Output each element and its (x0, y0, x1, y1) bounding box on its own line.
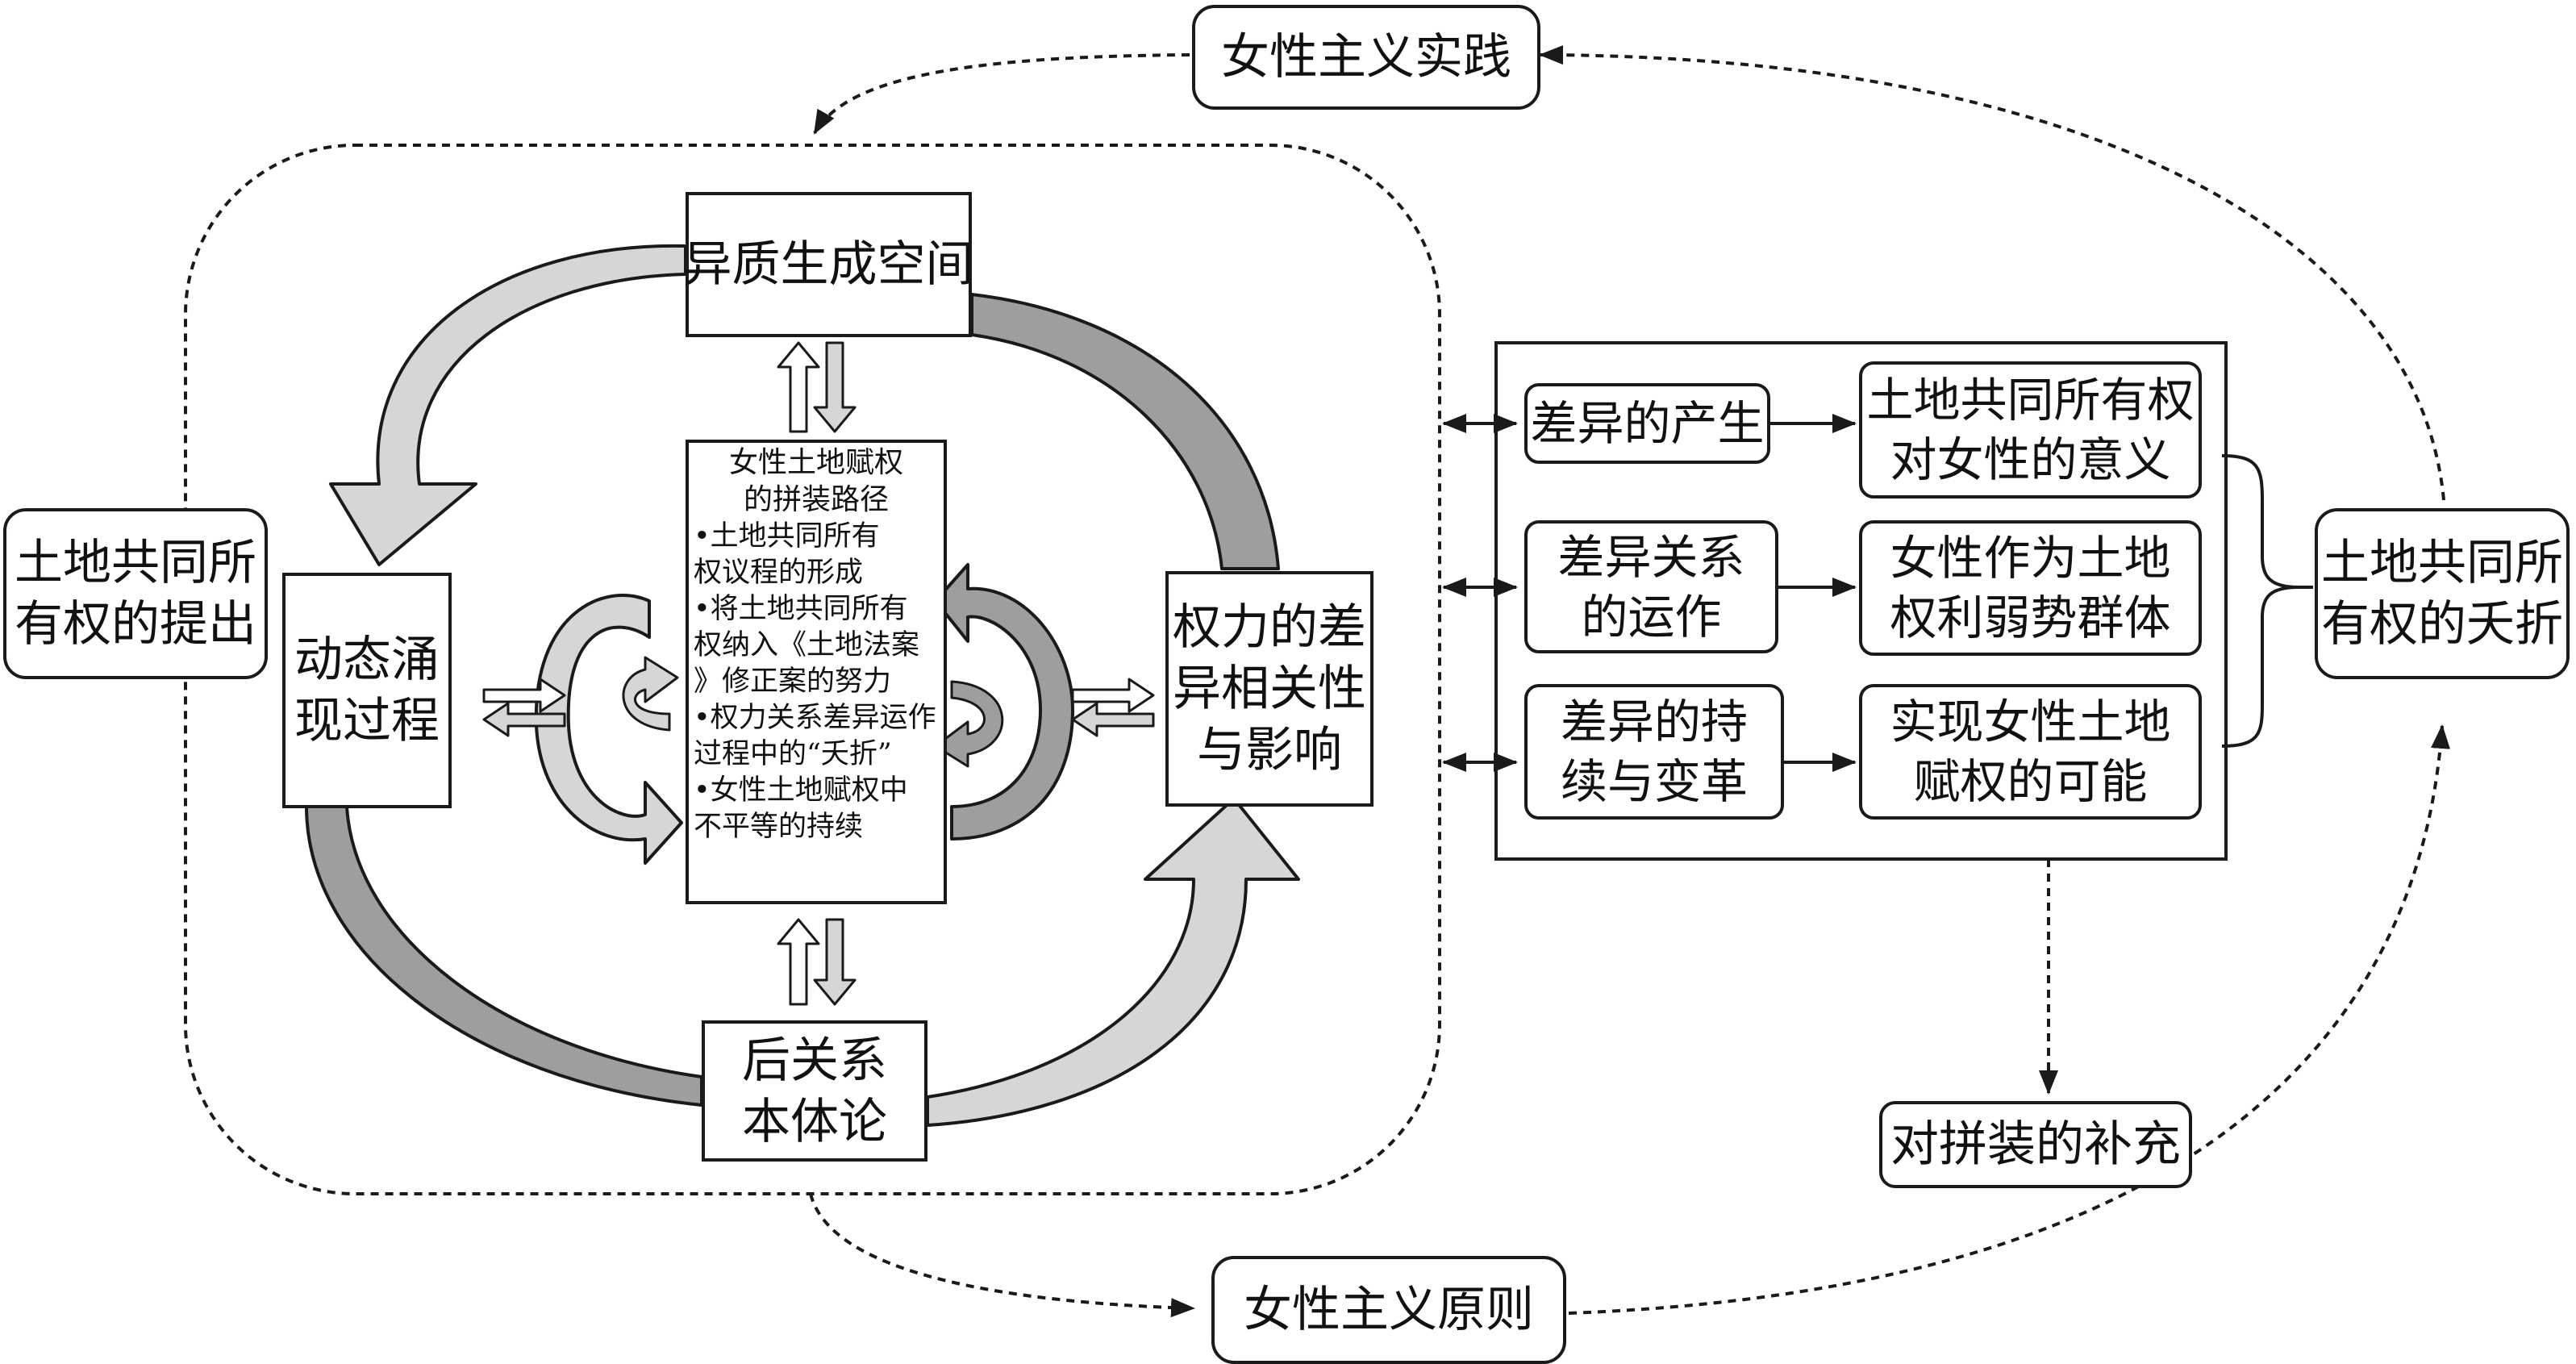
path-bullet-line: 》修正案的努力 (694, 665, 892, 698)
node-label: 女性主义实践 (1221, 29, 1511, 86)
node-feminist-practice: 女性主义实践 (1192, 5, 1540, 110)
path-bullet-line: •将土地共同所有 (694, 593, 908, 625)
node-feminist-principle: 女性主义原则 (1211, 1256, 1566, 1364)
row2-right-box: 女性作为土地 权利弱势群体 (1859, 520, 2202, 656)
node-heterogeneous-space: 异质生成空间 (683, 192, 974, 337)
node-supplement: 对拼装的补充 (1879, 1101, 2192, 1188)
cycle-arrow-bottom-left (305, 805, 703, 1107)
double-arrow-right (1071, 678, 1155, 737)
node-label-line: 权力的差 (1173, 599, 1366, 656)
path-bullet-line: •女性土地赋权中 (694, 774, 908, 807)
swirl-inner-left (622, 656, 679, 732)
path-title-line: 的拼装路径 (743, 483, 889, 516)
path-bullet-line: 权议程的形成 (694, 557, 864, 589)
right-brace (2221, 454, 2299, 748)
cycle-arrow-top-left (329, 244, 687, 566)
node-label-line: 动态涌 (294, 632, 440, 688)
swirl-outer-right (934, 563, 1074, 841)
row-label-line: 续与变革 (1560, 754, 1748, 809)
node-power-difference: 权力的差 异相关性 与影响 (1165, 571, 1373, 807)
node-post-relational-ontology: 后关系 本体论 (702, 1020, 927, 1162)
cycle-arrow-bottom-right (926, 797, 1300, 1127)
row2-left-box: 差异关系 的运作 (1524, 520, 1778, 653)
practice-to-framework-arrow (813, 53, 1190, 135)
path-bullet-line: 不平等的持续 (694, 811, 864, 843)
node-label-line: 有权的提出 (15, 596, 256, 653)
row1-left-box: 差异的产生 (1524, 383, 1770, 464)
row-label-line: 的运作 (1581, 589, 1722, 644)
path-title-line: 女性土地赋权 (728, 446, 903, 479)
swirl-outer-left (534, 594, 683, 865)
node-label-line: 与影响 (1197, 722, 1342, 778)
double-arrow-left (482, 678, 566, 737)
cycle-arrow-top-right (970, 293, 1280, 570)
path-bullet-line: 权纳入《土地法案 (694, 629, 920, 661)
node-dynamic-emergence: 动态涌 现过程 (282, 573, 452, 808)
node-label-line: 土地共同所 (15, 535, 256, 591)
node-label-line: 有权的夭折 (2321, 596, 2563, 653)
swirl-inner-right (934, 680, 1004, 768)
node-label-line: 现过程 (294, 693, 440, 749)
node-label: 女性主义原则 (1244, 1282, 1534, 1338)
row-label-line: 权利弱势群体 (1890, 590, 2171, 645)
node-label-line: 后关系 (742, 1032, 887, 1089)
row-label: 差异的产生 (1530, 396, 1765, 451)
node-joint-ownership-fold: 土地共同所 有权的夭折 (2315, 508, 2570, 679)
row-label-line: 对女性的意义 (1890, 432, 2171, 487)
path-bullet-line: •权力关系差异运作 (694, 702, 936, 734)
row-label-line: 差异关系 (1557, 529, 1745, 585)
node-label: 对拼装的补充 (1890, 1116, 2181, 1173)
row-label-line: 土地共同所有权 (1866, 373, 2195, 428)
node-label-line: 本体论 (742, 1093, 887, 1150)
framework-to-principle-arrow (809, 1193, 1195, 1318)
fold-to-practice-arrow (1539, 45, 2445, 501)
row3-right-box: 实现女性土地 赋权的可能 (1859, 684, 2202, 820)
path-bullet-line: 过程中的“夭折” (694, 738, 892, 770)
row-label-line: 赋权的可能 (1913, 754, 2148, 809)
node-label-line: 土地共同所 (2321, 535, 2563, 591)
row-label-line: 差异的持 (1560, 695, 1748, 749)
row1-right-box: 土地共同所有权 对女性的意义 (1859, 361, 2202, 498)
node-joint-ownership-proposal: 土地共同所 有权的提出 (3, 508, 268, 679)
node-label: 异质生成空间 (683, 236, 974, 293)
path-bullet-line: •土地共同所有 (694, 520, 880, 553)
row3-left-box: 差异的持 续与变革 (1524, 684, 1784, 820)
row-label-line: 女性作为土地 (1890, 531, 2171, 586)
principle-to-fold-arrow (1568, 724, 2450, 1315)
node-label-line: 异相关性 (1173, 661, 1366, 717)
row-label-line: 实现女性土地 (1890, 695, 2171, 749)
double-arrow-bottom (777, 918, 857, 1006)
assemblage-path-box: 女性土地赋权 的拼装路径 •土地共同所有 权议程的形成 •将土地共同所有 权纳入… (686, 440, 947, 904)
double-arrow-top (777, 341, 857, 433)
